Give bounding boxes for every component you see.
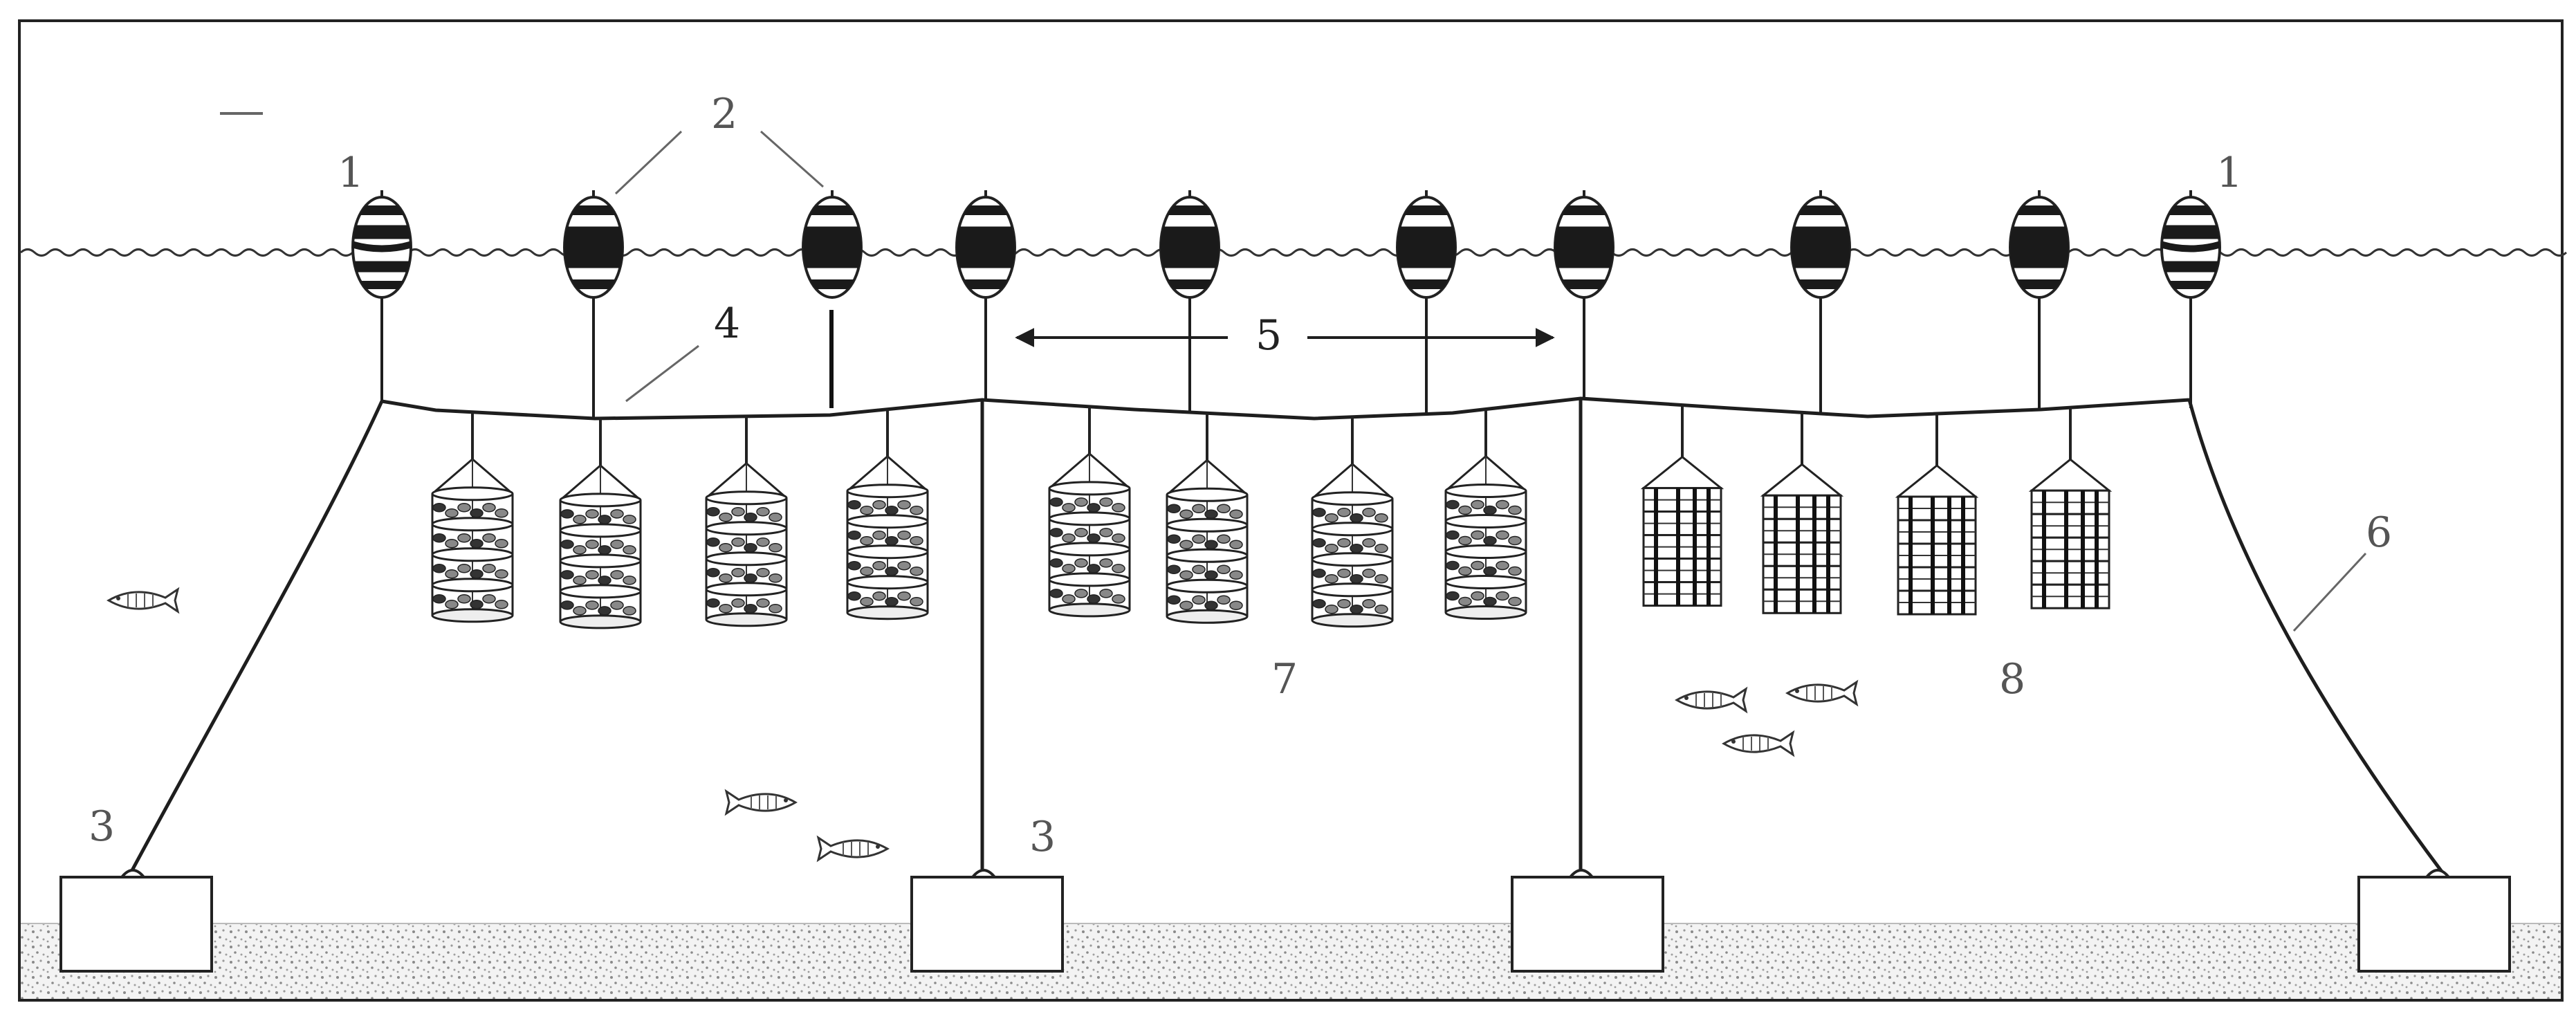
buoy-icon: [563, 190, 624, 299]
label-section-lantern: 7: [1271, 655, 1298, 703]
lantern-net-icon: [1444, 409, 1527, 620]
label-buoy-spacing: 5: [1255, 311, 1282, 360]
label-end-buoy-left: 1: [338, 149, 364, 197]
pearl-net-icon: [1895, 414, 1979, 616]
lantern-nets: [431, 406, 1527, 629]
label-anchor-mid: 3: [1029, 813, 1056, 861]
lantern-net-icon: [1311, 416, 1394, 628]
sea-floor: [21, 923, 2561, 999]
buoy-icon: [955, 190, 1016, 299]
pearl-net-icon: [2028, 407, 2113, 609]
anchor-block-icon: [59, 869, 213, 973]
lantern-net-icon: [1048, 406, 1131, 618]
buoy-icon: [1554, 190, 1614, 299]
fish-icon: [724, 789, 798, 816]
lantern-net-icon: [559, 418, 642, 629]
label-section-pearl: 8: [1999, 655, 2025, 703]
buoy-icon: [1790, 190, 1851, 299]
fish-icon: [1722, 730, 1795, 757]
fish-icon: [107, 587, 180, 614]
lantern-net-icon: [846, 409, 929, 620]
pearl-nets: [1640, 405, 2113, 616]
anchor-block-icon: [1511, 869, 1664, 973]
lantern-net-icon: [431, 412, 514, 623]
buoy-icon: [1159, 190, 1220, 299]
anchor-rope-left: [129, 400, 384, 873]
pearl-net-icon: [1640, 405, 1724, 607]
pearl-net-icon: [1760, 412, 1844, 614]
lantern-net-icon: [1166, 413, 1249, 624]
buoy-lines: [380, 297, 2192, 418]
fish-group: [107, 587, 1859, 863]
label-end-buoy-right: 1: [2216, 149, 2243, 197]
label-buoy-float: 2: [711, 90, 737, 138]
fish-icon: [1675, 686, 1748, 714]
label-anchor-left: 3: [89, 802, 115, 851]
leader-2a: [614, 130, 683, 195]
longline: [381, 396, 2190, 421]
buoys: [351, 190, 2221, 299]
anchor-block-icon: [910, 869, 1064, 973]
anchor-block-icon: [2357, 869, 2511, 973]
water-surface: [19, 248, 2568, 257]
lantern-net-icon: [705, 416, 788, 627]
buoy-icon: [351, 190, 412, 299]
anchor-blocks: [59, 869, 2511, 973]
buoy-icon: [2009, 190, 2070, 299]
label-longline: 4: [714, 300, 740, 348]
fish-icon: [1785, 679, 1859, 707]
leader-4: [625, 344, 699, 403]
anchor-rope-right: [2187, 399, 2444, 873]
buoy-icon: [1396, 190, 1457, 299]
leader-6: [2292, 552, 2367, 632]
buoy-icon: [802, 190, 863, 299]
figure-border: [18, 19, 2564, 1002]
buoy-icon: [2160, 190, 2221, 299]
fish-icon: [816, 835, 890, 863]
label-anchor-rope: 6: [2366, 508, 2392, 557]
leader-2b: [760, 130, 824, 188]
